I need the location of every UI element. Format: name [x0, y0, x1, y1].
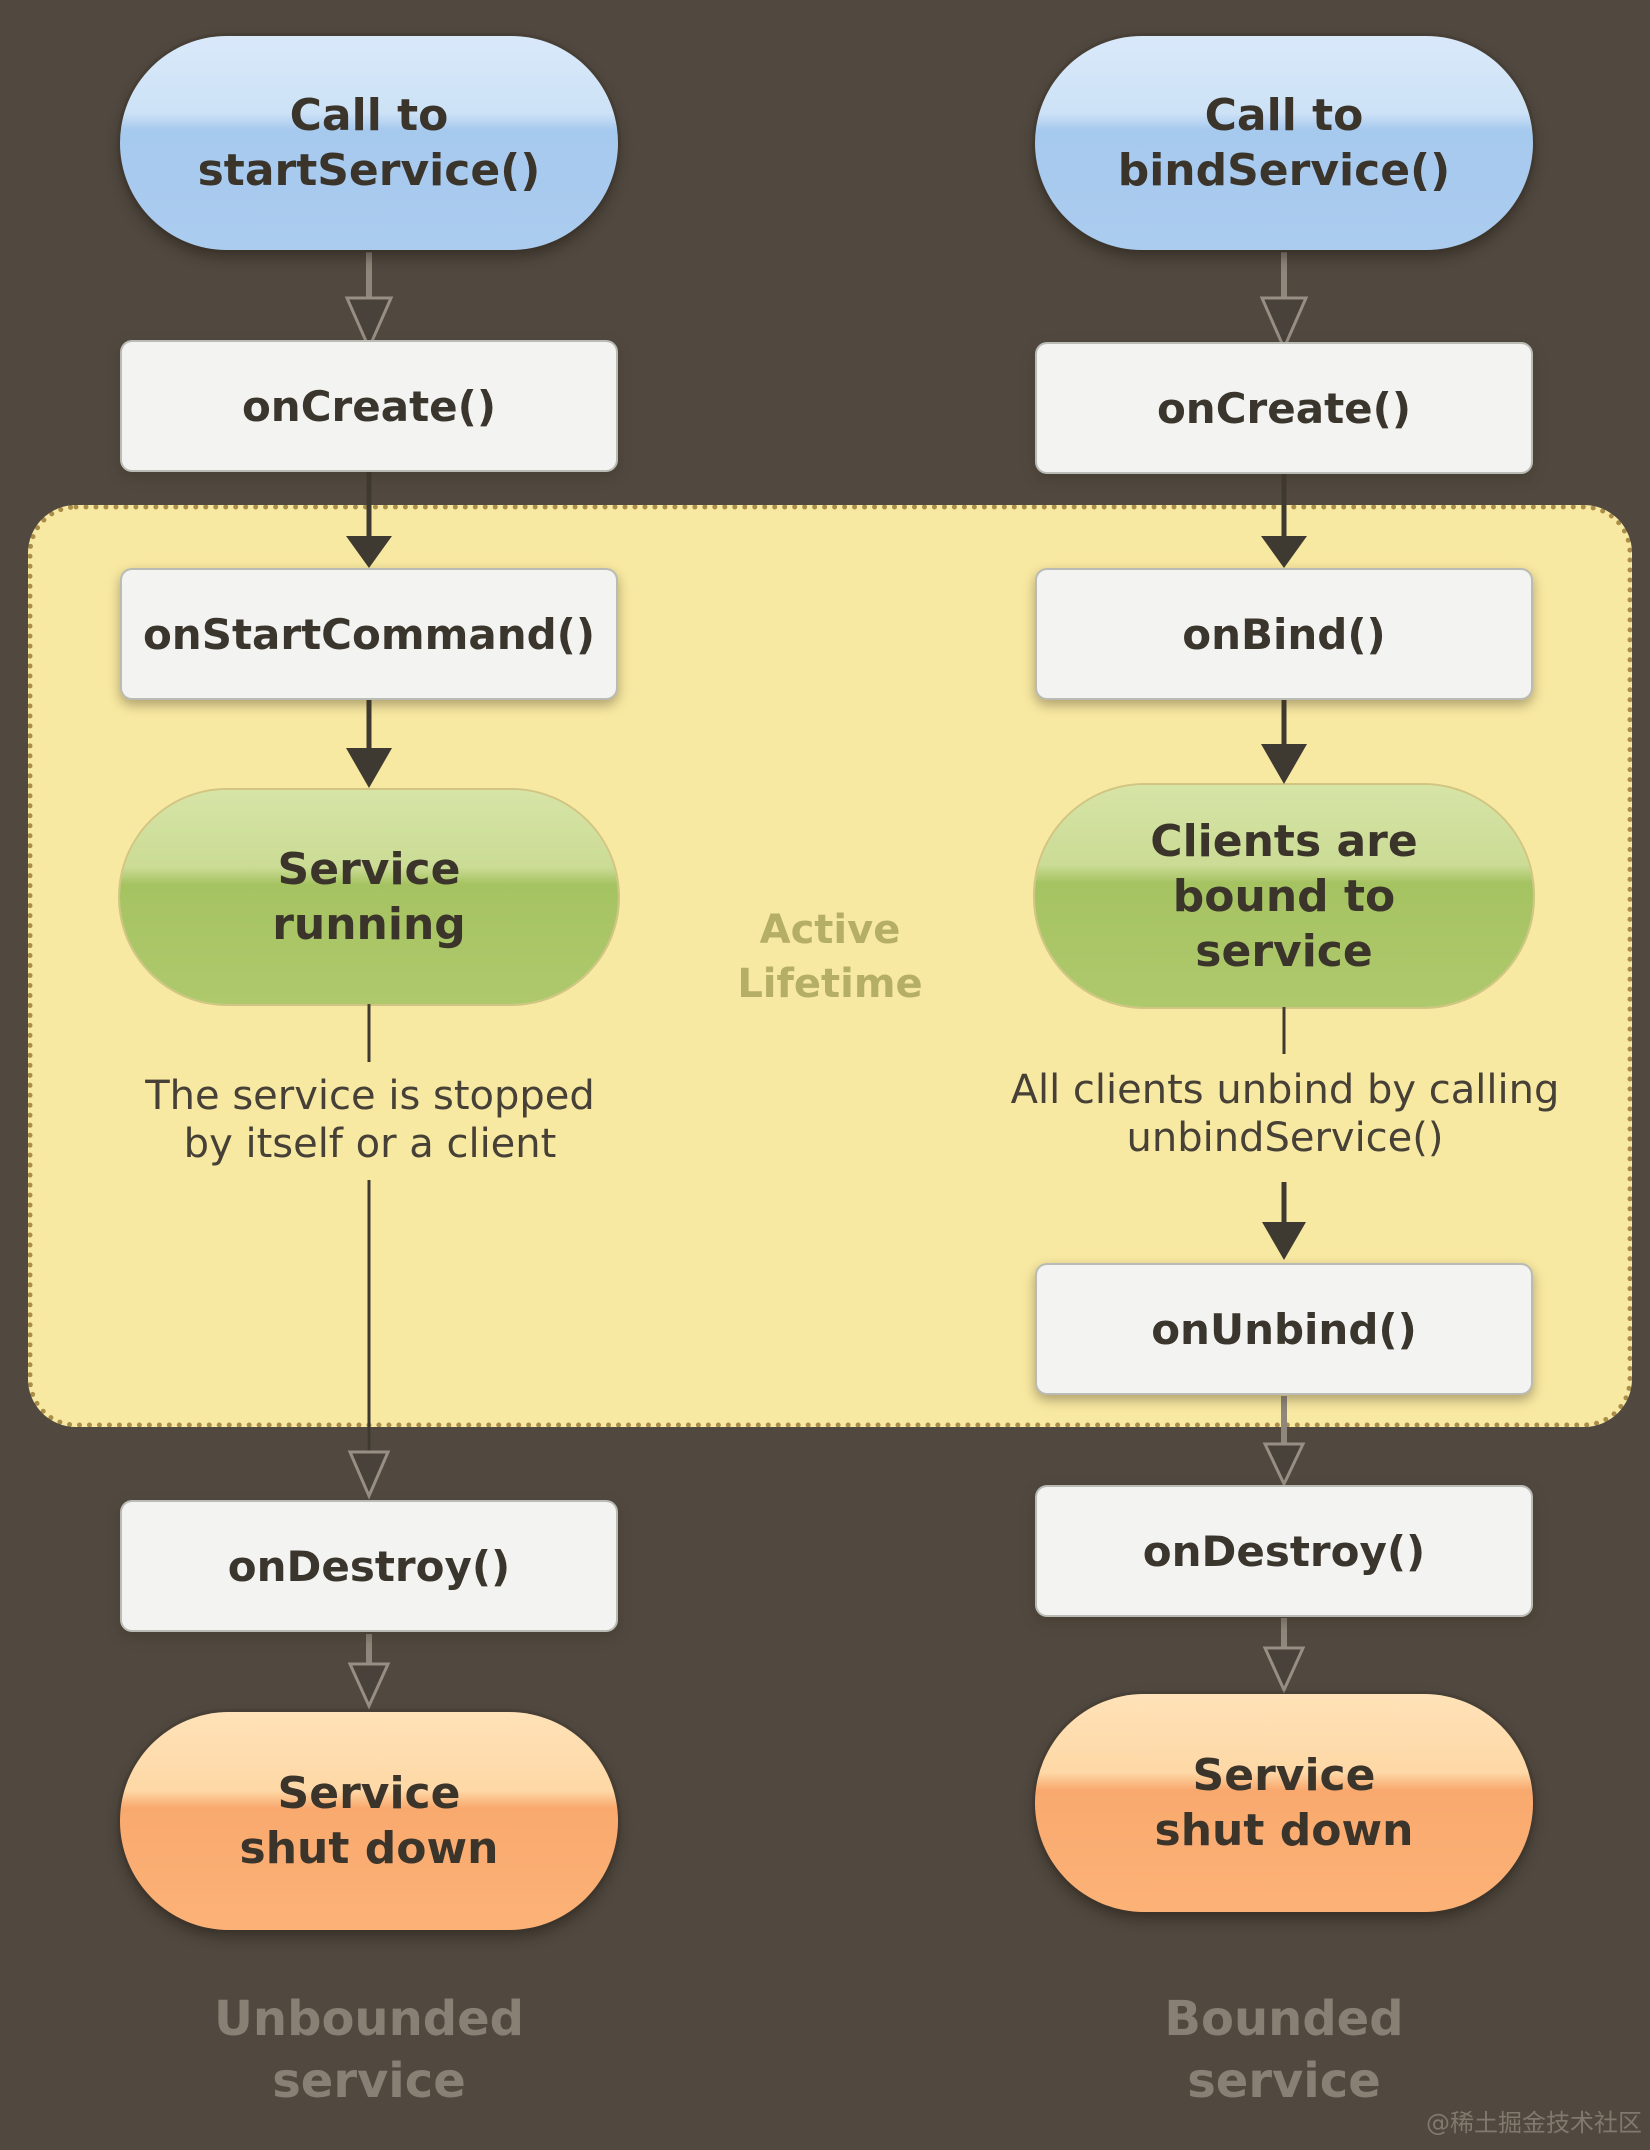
caption-line: service — [1187, 2053, 1381, 2110]
node-label: onStartCommand() — [142, 609, 596, 659]
note-line: All clients unbind by calling — [1010, 1067, 1560, 1113]
caption-line: Bounded — [1164, 1991, 1404, 2047]
watermark: @稀土掘金技术社区 — [1426, 2109, 1642, 2137]
node-label: onDestroy() — [1142, 1526, 1426, 1576]
node-label-line: startService() — [197, 145, 541, 196]
node-label-line: Clients are — [1150, 815, 1418, 867]
node-label-line: shut down — [239, 1823, 499, 1874]
node-label-line: Call to — [1204, 90, 1364, 141]
node-label-line: service — [1195, 925, 1373, 977]
node-shutdown-right: Service shut down — [1035, 1694, 1533, 1912]
active-lifetime-label: Active Lifetime — [690, 903, 970, 1011]
node-label-line: bound to — [1172, 870, 1396, 922]
node-label-line: Call to — [289, 90, 449, 141]
node-label: onUnbind() — [1151, 1304, 1417, 1354]
arrow-bindservice-to-oncreate-icon — [1259, 252, 1309, 352]
node-label-line: shut down — [1154, 1805, 1414, 1856]
caption-bounded-service: Bounded service — [1034, 1988, 1534, 2113]
node-label: onCreate() — [241, 381, 497, 431]
note-line: by itself or a client — [183, 1121, 557, 1167]
node-onunbind: onUnbind() — [1035, 1263, 1533, 1395]
node-label: onBind() — [1182, 609, 1386, 659]
note-line: unbindService() — [1126, 1115, 1444, 1161]
note-clients-unbind: All clients unbind by calling unbindServ… — [970, 1066, 1600, 1162]
caption-unbounded-service: Unbounded service — [119, 1988, 619, 2113]
arrow-ondestroy-to-shutdown-right-icon — [1262, 1618, 1306, 1694]
node-label-line: bindService() — [1117, 145, 1451, 196]
node-clients-bound: Clients are bound to service — [1035, 785, 1533, 1007]
node-label-line: running — [272, 899, 466, 950]
node-label: onDestroy() — [227, 1541, 511, 1591]
node-label-line: Service — [1192, 1750, 1376, 1801]
node-service-running: Service running — [120, 790, 618, 1004]
active-lifetime-line: Lifetime — [737, 961, 923, 1007]
note-service-stopped: The service is stopped by itself or a cl… — [70, 1072, 670, 1168]
caption-line: Unbounded — [213, 1991, 525, 2047]
node-label-line: Service — [277, 844, 461, 895]
node-label-line: Service — [277, 1768, 461, 1819]
node-oncreate-left: onCreate() — [120, 340, 618, 472]
node-onstartcommand: onStartCommand() — [120, 568, 618, 700]
node-call-bindservice: Call to bindService() — [1035, 36, 1533, 250]
caption-line: service — [272, 2053, 466, 2110]
node-ondestroy-left: onDestroy() — [120, 1500, 618, 1632]
node-call-startservice: Call to startService() — [120, 36, 618, 250]
active-lifetime-line: Active — [759, 907, 901, 953]
arrow-startservice-to-oncreate-icon — [344, 252, 394, 352]
node-onbind: onBind() — [1035, 568, 1533, 700]
node-shutdown-left: Service shut down — [120, 1712, 618, 1930]
node-ondestroy-right: onDestroy() — [1035, 1485, 1533, 1617]
node-oncreate-right: onCreate() — [1035, 342, 1533, 474]
note-line: The service is stopped — [145, 1073, 595, 1119]
arrow-ondestroy-to-shutdown-left-icon — [347, 1634, 391, 1710]
node-label: onCreate() — [1156, 383, 1412, 433]
